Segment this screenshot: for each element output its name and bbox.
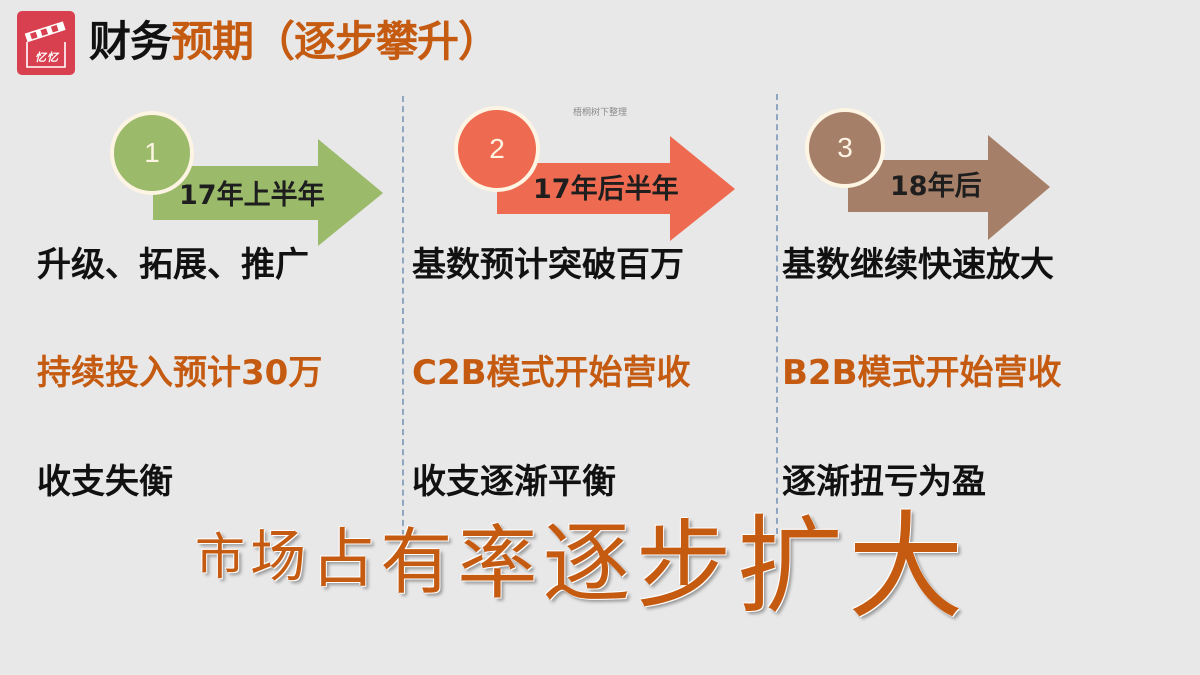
period-label-2: 17年后半年 bbox=[533, 174, 679, 205]
column-divider-2 bbox=[776, 94, 778, 534]
timeline-arrow-2: 17年后半年 bbox=[497, 136, 737, 242]
column-1-line-3: 收支失衡 bbox=[37, 462, 173, 502]
step-badge-2: 2 bbox=[454, 106, 540, 192]
clapperboard-icon bbox=[24, 21, 66, 68]
timeline-arrow-1: 17年上半年 bbox=[153, 139, 385, 247]
step-number-1: 1 bbox=[144, 137, 160, 168]
slogan-char: 扩 bbox=[736, 505, 843, 628]
slogan-char: 步 bbox=[635, 510, 732, 622]
column-divider-1 bbox=[402, 96, 404, 536]
column-1-line-1: 升级、拓展、推广 bbox=[37, 245, 309, 285]
title-part-2: 预期（逐步攀升） bbox=[171, 17, 500, 66]
slogan-char: 大 bbox=[847, 500, 964, 635]
step-number-3: 3 bbox=[837, 132, 853, 163]
column-1-line-2: 持续投入预计30万 bbox=[37, 353, 323, 393]
app-logo: 忆忆 bbox=[17, 11, 75, 75]
watermark: 梧桐树下整理 bbox=[572, 108, 627, 118]
arrow-right-icon bbox=[497, 136, 735, 241]
column-2-line-2: C2B模式开始营收 bbox=[412, 353, 691, 393]
logo-text: 忆忆 bbox=[35, 51, 59, 64]
column-2-line-3: 收支逐渐平衡 bbox=[412, 462, 616, 502]
column-3-line-3: 逐渐扭亏为盈 bbox=[782, 462, 986, 502]
slogan-char: 率 bbox=[457, 517, 538, 610]
arrow-right-icon bbox=[848, 135, 1050, 240]
slogan-char: 场 bbox=[250, 525, 307, 590]
step-number-2: 2 bbox=[489, 133, 505, 164]
slogan-char: 占 bbox=[311, 523, 376, 597]
step-badge-1: 1 bbox=[110, 111, 194, 195]
arrow-right-icon bbox=[153, 139, 383, 246]
slogan-char: 市 bbox=[195, 528, 245, 586]
timeline-arrow-3: 18年后 bbox=[848, 135, 1052, 241]
column-3-line-2: B2B模式开始营收 bbox=[782, 353, 1062, 393]
page-title: 财务预期（逐步攀升） bbox=[89, 10, 500, 74]
column-3-line-1: 基数继续快速放大 bbox=[782, 245, 1054, 285]
step-badge-3: 3 bbox=[805, 108, 885, 188]
period-label-1: 17年上半年 bbox=[179, 180, 325, 211]
title-part-1: 财务 bbox=[89, 17, 172, 66]
column-2-line-1: 基数预计突破百万 bbox=[412, 245, 684, 285]
slogan-char: 逐 bbox=[542, 512, 631, 615]
market-share-slogan: 市 场 占 有 率 逐 步 扩 大 bbox=[195, 510, 964, 660]
period-label-3: 18年后 bbox=[890, 171, 982, 202]
slogan-char: 有 bbox=[380, 520, 453, 604]
